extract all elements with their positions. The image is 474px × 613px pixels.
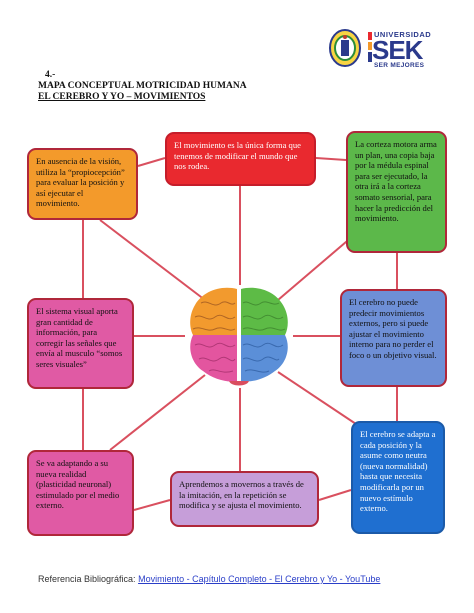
bibliographic-reference: Referencia Bibliográfica: Movimiento - C… [38,574,380,584]
logo-line-1: UNIVERSIDAD [374,30,432,39]
concept-box-predecir: El cerebro no puede predecir movimientos… [340,289,447,387]
concept-box-repeticion: Aprendemos a movernos a través de la imi… [170,471,319,527]
section-number: 4.- [45,70,56,80]
logo-line-2: SEK [372,35,423,65]
concept-box-corteza: La corteza motora arma un plan, una copi… [346,131,447,253]
concept-box-adapta: El cerebro se adapta a cada posición y l… [351,421,445,534]
reference-link[interactable]: Movimiento - Capítulo Completo - El Cere… [138,574,381,584]
page-subtitle: EL CEREBRO Y YO – MOVIMIENTOS [38,92,206,102]
logo-line-3: SER MEJORES [374,62,425,69]
brain-icon [190,287,288,386]
page-title: MAPA CONCEPTUAL MOTRICIDAD HUMANA [38,81,247,91]
concept-box-vision: En ausencia de la visión, utiliza la “pr… [27,148,138,220]
university-seal-icon [329,29,361,67]
reference-label: Referencia Bibliográfica: [38,574,136,584]
concept-box-visual: El sistema visual aporta gran cantidad d… [27,298,134,389]
concept-box-plasticidad: Se va adaptando a su nueva realidad (pla… [27,450,134,536]
concept-box-movimiento: El movimiento es la única forma que tene… [165,132,316,186]
university-logo: UNIVERSIDAD SEK SER MEJORES [328,26,448,72]
